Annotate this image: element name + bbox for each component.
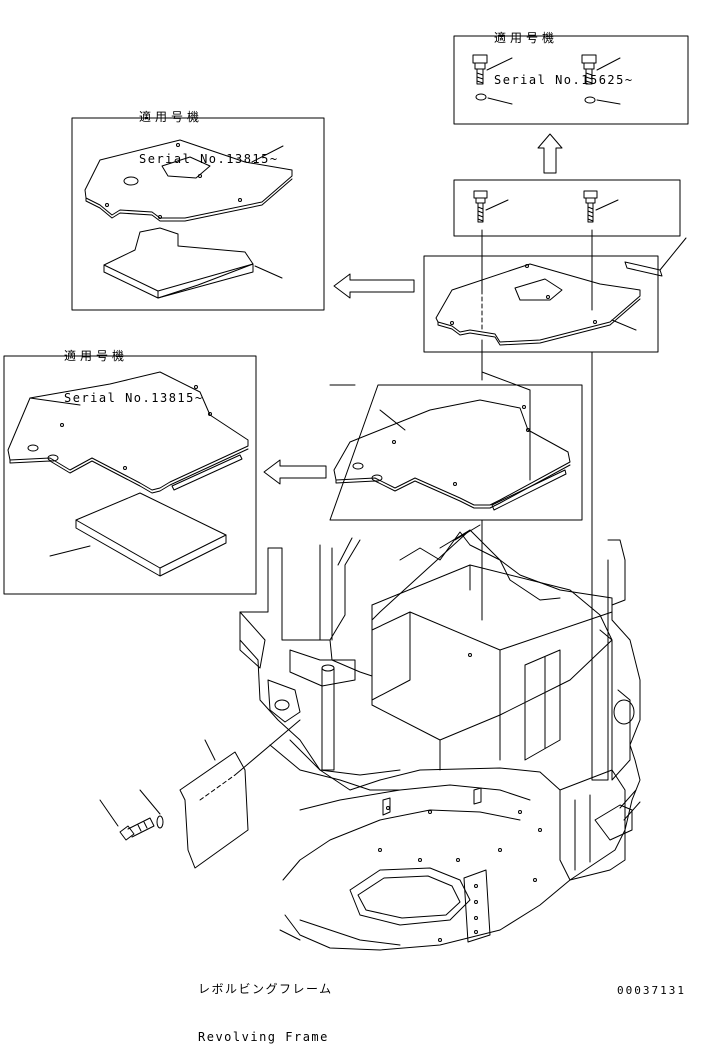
frame-caption-en: Revolving Frame: [198, 1030, 329, 1044]
serial-note-jp: 適用号機: [494, 31, 559, 45]
detail-box-two-bolts: [453, 179, 681, 237]
washer-icon: [475, 93, 487, 101]
serial-note-13815-upper: 適用号機 Serial No.13815~: [139, 82, 279, 180]
arrow-left-icon: [333, 273, 415, 299]
serial-note-en: Serial No.13815~: [139, 152, 279, 166]
exploded-parts-diagram: [3, 35, 689, 951]
arrow-up-icon: [537, 133, 563, 174]
washer-icon: [156, 815, 164, 829]
serial-note-en: Serial No.15625~: [494, 73, 634, 87]
serial-note-jp: 適用号機: [139, 110, 204, 124]
bolt-icon: [581, 54, 597, 85]
bolt-icon: [119, 817, 155, 841]
detail-box-bolts-washers: [453, 35, 689, 125]
serial-note-jp: 適用号機: [64, 349, 129, 363]
arrow-left-icon: [263, 459, 327, 485]
serial-note-en: Serial No.13815~: [64, 391, 204, 405]
serial-note-13815-lower: 適用号機 Serial No.13815~: [64, 321, 204, 419]
frame-caption: レボルビングフレーム Revolving Frame: [198, 949, 333, 1061]
detail-box-cover-plate: [423, 229, 687, 353]
frame-caption-jp: レボルビングフレーム: [198, 982, 333, 996]
bolt-icon: [472, 54, 488, 85]
detail-box-serial-13815-upper: [71, 117, 325, 311]
detail-box-floor-plate: [329, 339, 583, 521]
bolt-icon: [583, 190, 598, 223]
revolving-frame: [99, 351, 641, 951]
washer-icon: [584, 96, 596, 104]
bolt-icon: [473, 190, 488, 223]
drawing-number: 00037131: [617, 984, 686, 997]
detail-box-serial-13815-lower: [3, 355, 257, 595]
serial-note-15625: 適用号機 Serial No.15625~: [494, 3, 634, 101]
